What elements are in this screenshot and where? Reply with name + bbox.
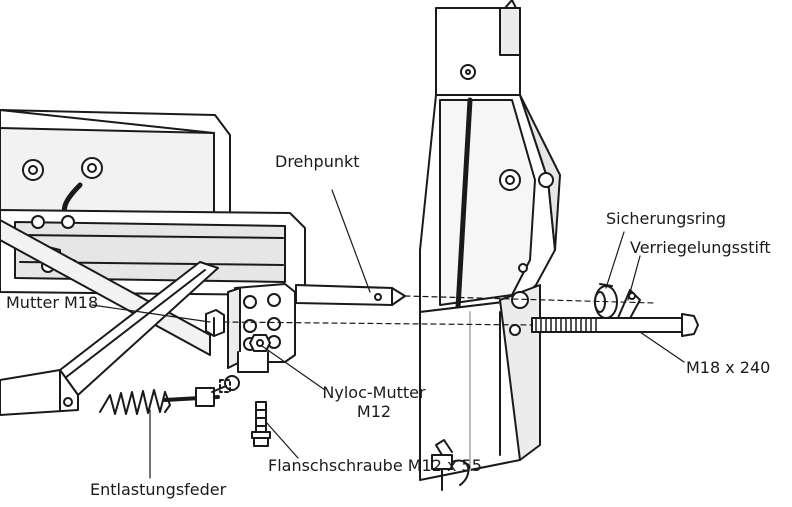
alignment-lines	[223, 295, 656, 326]
label-drehpunkt: Drehpunkt	[275, 152, 360, 171]
leader-mutter	[91, 304, 211, 323]
nyloc-nut-m12	[249, 334, 271, 352]
nut-m18	[205, 309, 225, 337]
leader-lines	[91, 189, 685, 479]
label-entlastungsfeder: Entlastungsfeder	[90, 480, 227, 499]
diagonal-beams	[0, 219, 219, 416]
leader-m18x240	[639, 331, 685, 363]
leader-verriegelungsstift	[627, 255, 641, 301]
label-verriegelungsstift: Verriegelungsstift	[630, 238, 771, 257]
label-nyloc-mutter: Nyloc-Mutter M12	[318, 383, 430, 421]
label-flanschschraube: Flanschschraube M12 x 55	[268, 456, 482, 475]
leader-sicherungsring	[605, 231, 625, 289]
label-sicherungsring: Sicherungsring	[606, 209, 727, 228]
upright-lock-pin	[431, 439, 470, 491]
relief-spring	[99, 375, 240, 415]
label-nyloc-line2: M12	[356, 402, 392, 421]
upper-frame	[0, 109, 231, 231]
leader-flansch	[265, 421, 299, 459]
mounting-bracket	[227, 283, 296, 373]
pivot-pin	[295, 284, 406, 306]
label-nyloc-line1: Nyloc-Mutter	[322, 383, 426, 402]
leader-drehpunkt	[331, 189, 371, 293]
flange-bolt	[251, 401, 271, 447]
label-m18x240: M18 x 240	[686, 358, 771, 377]
upright-frame	[419, 0, 561, 481]
leader-nyloc	[261, 345, 326, 391]
bolt-m18x240	[531, 313, 699, 337]
label-mutter-m18: Mutter M18	[6, 293, 99, 312]
